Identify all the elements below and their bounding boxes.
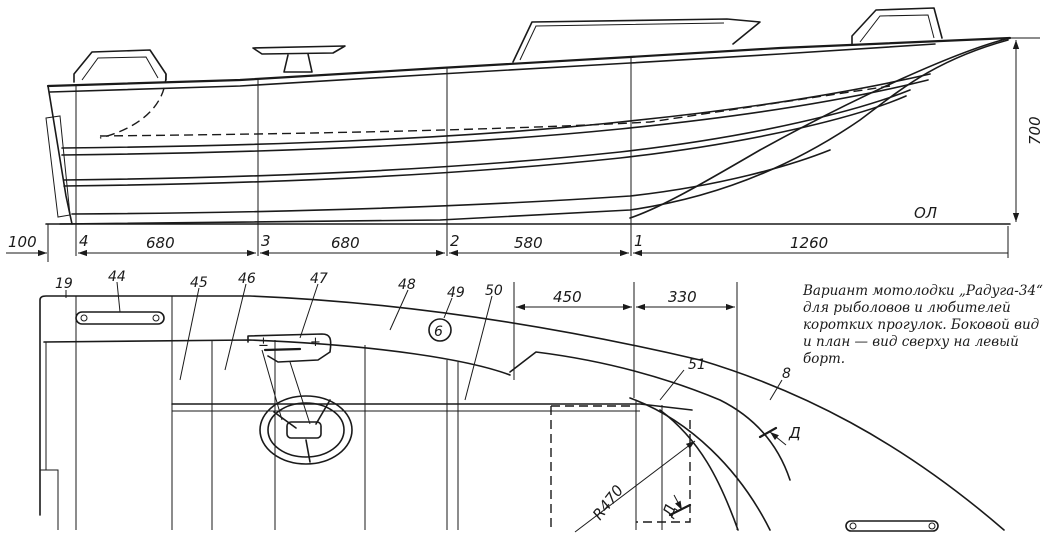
bow-shell-inner [659,409,739,531]
dashboard-gauge [263,347,302,352]
fuel-cap-mark: 6 [434,324,443,340]
leader-46 [224,283,247,371]
wheel-column [283,53,313,73]
handle-bolt-2 [152,314,160,322]
steering-wheel-plan [259,349,353,465]
plan-gunwale [39,295,1005,531]
section-mark-2 [668,503,692,517]
section-arrow-1 [769,431,787,446]
leader-51 [659,369,685,401]
upper-chine [61,73,931,149]
seat-rail [171,403,693,411]
windshield [512,18,761,63]
part-number-44: 44 [108,269,126,285]
plan-gunwale-inner [43,339,511,376]
handle-bolt-1 [80,314,88,322]
part-number-49: 49 [447,285,465,301]
bow-handle-bolt-2 [928,522,936,530]
span-text-3: 580 [514,234,543,252]
sheer-line [46,36,1012,88]
part-number-51: 51 [688,357,706,373]
part-number-45: 45 [190,275,208,291]
span-text-1: 680 [146,234,175,252]
radius-label: R470 [589,482,627,524]
bow-shell-outer [629,397,771,531]
bow-handle-bolt-1 [849,522,857,530]
dim-text-100: 100 [8,233,37,251]
dashboard [247,333,332,363]
section-mark-1 [758,426,778,439]
station-label-1: 1 [634,232,644,250]
height-dim-text: 700 [1026,116,1044,145]
transom-plan [40,342,59,530]
keel-strake [71,149,831,215]
part-number-46: 46 [238,271,256,287]
plan-dim-450: 450 [553,288,582,306]
bow-handle-inner [859,14,935,43]
station-label-4: 4 [79,232,89,250]
lower-chine-2 [63,95,907,187]
seat-block-dashed [550,405,691,530]
plan-dim-330: 330 [668,288,697,306]
leader-45 [179,287,200,381]
leader-8 [769,379,783,401]
station-label-2: 2 [450,232,460,250]
wheel-side [252,45,346,55]
transom-bracket [45,115,71,218]
section-arrow-2 [673,494,683,511]
part-number-8: 8 [782,366,791,382]
part-number-50: 50 [485,283,503,299]
station-label-3: 3 [261,232,271,250]
stern-handle [73,49,167,83]
part-number-48: 48 [398,277,416,293]
stern-handle-inner [81,56,159,81]
lower-chine [63,89,911,181]
fuel-cap [428,318,452,342]
engine-cover-dashed [99,73,167,139]
bow-handle [851,7,943,45]
windshield-frame [519,22,725,61]
section-label-1: Д [788,424,801,442]
leader-49 [443,297,453,319]
upper-chine-2 [61,79,929,156]
part-number-47: 47 [310,271,328,287]
dashboard-plus-1: ± [258,335,269,350]
keel-line [59,39,1009,225]
leader-48 [389,289,409,331]
bow-stem [629,37,1011,219]
stern-handle-plan [75,311,165,325]
leader-50 [464,295,493,401]
deck-line-dashed [99,85,891,137]
leader-44 [116,281,121,313]
dashboard-plus-2: + [310,335,321,350]
side-view: ОЛ 700 100 4 3 2 1 680 680 580 1260 [6,7,1044,262]
section-label-2: Д [659,502,680,520]
bow-handle-plan [845,520,939,532]
leader-47 [299,283,319,339]
caption: Вариант мотолодки „Радуга-34“ для рыболо… [803,283,1043,367]
span-text-2: 680 [331,234,360,252]
radius-line [574,440,696,533]
span-text-4: 1260 [790,234,828,252]
sheer-line-lower [49,43,936,93]
part-number-19: 19 [55,276,73,292]
windshield-plan [509,351,791,481]
plan-view: ± + 6 R470 Д Д [39,269,1005,533]
waterline-label: ОЛ [914,204,937,222]
